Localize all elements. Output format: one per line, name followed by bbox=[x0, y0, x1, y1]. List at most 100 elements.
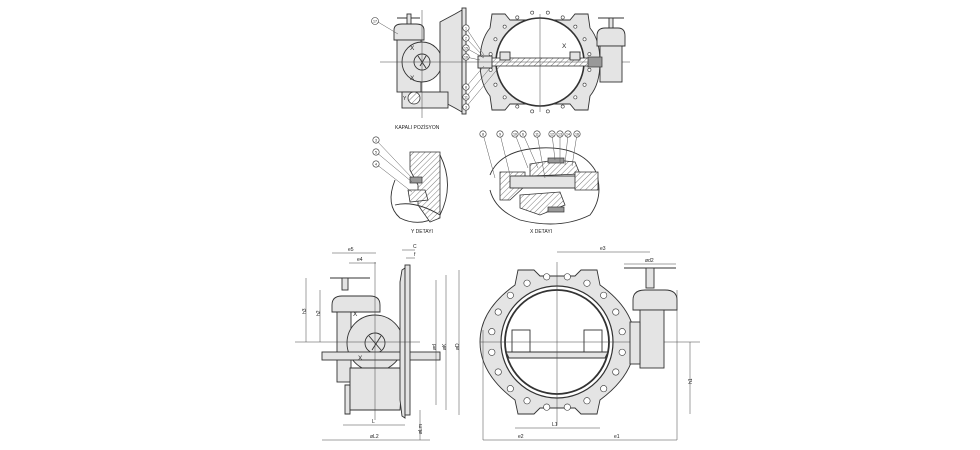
dim-c: C bbox=[413, 244, 417, 250]
svg-text:16: 16 bbox=[575, 132, 579, 136]
bolt-hole bbox=[530, 10, 535, 15]
dim-d: ød bbox=[432, 344, 438, 350]
section-mark-x: X bbox=[410, 45, 415, 52]
dim-e3: e3 bbox=[600, 246, 606, 252]
dim-l1: L1 bbox=[552, 422, 558, 428]
bolt-hole bbox=[582, 37, 587, 42]
bolt-hole bbox=[582, 82, 587, 87]
bolt-hole bbox=[488, 328, 496, 336]
bolt-hole bbox=[587, 52, 592, 57]
bolt-hole bbox=[493, 82, 498, 87]
bolt-hole bbox=[523, 279, 531, 287]
svg-text:16: 16 bbox=[464, 55, 468, 59]
callout-16: 16 bbox=[571, 130, 581, 167]
bolt-hole bbox=[523, 397, 531, 405]
bolt-hole bbox=[494, 308, 502, 316]
section-mark-x: X bbox=[410, 75, 415, 82]
svg-text:17: 17 bbox=[373, 19, 377, 23]
svg-text:9: 9 bbox=[499, 132, 501, 136]
bolt-hole bbox=[587, 67, 592, 72]
callout-15: 15 bbox=[462, 44, 485, 59]
front-view-dimensioned: e3 ød2 h1 L1 e2 e1 bbox=[479, 246, 700, 441]
dim-f: f bbox=[414, 252, 416, 258]
callouts-y-detail: 3 5 4 bbox=[372, 136, 413, 193]
gearbox bbox=[393, 23, 425, 41]
svg-text:5: 5 bbox=[375, 150, 377, 154]
callout-17: 17 bbox=[371, 17, 399, 35]
callout-13: 13 bbox=[556, 130, 564, 162]
bolt-hole bbox=[530, 109, 535, 114]
bolt-hole bbox=[573, 24, 578, 29]
callout-12: 12 bbox=[548, 130, 556, 161]
callout-8: 8 bbox=[479, 130, 496, 179]
section-mark-y: Y bbox=[403, 96, 407, 102]
section-mark-x: X bbox=[353, 311, 358, 318]
gearbox bbox=[632, 289, 678, 311]
callout-6: 6 bbox=[519, 130, 539, 169]
svg-text:12: 12 bbox=[550, 132, 554, 136]
bolt-hole bbox=[583, 279, 591, 287]
caption-x-detail: X DETAYI bbox=[530, 229, 552, 235]
bolt-hole bbox=[600, 385, 608, 393]
callout-3: 3 bbox=[462, 65, 501, 111]
flange-bolt-holes bbox=[488, 10, 592, 114]
section-mark-x: X bbox=[358, 355, 363, 362]
side-view-dimensioned: X X e5 e4 C f h3 h2 ød øK øD L øL2 øLm bbox=[295, 244, 461, 441]
svg-text:3: 3 bbox=[375, 138, 377, 142]
callout-2: 2 bbox=[462, 34, 485, 58]
svg-text:11: 11 bbox=[535, 132, 539, 136]
bolt-hole bbox=[545, 109, 550, 114]
svg-text:6: 6 bbox=[522, 132, 524, 136]
svg-text:14: 14 bbox=[566, 132, 570, 136]
bolt-hole bbox=[494, 368, 502, 376]
svg-text:13: 13 bbox=[558, 132, 562, 136]
bolt-hole bbox=[600, 291, 608, 299]
bolt-hole bbox=[612, 308, 620, 316]
bolt-hole bbox=[506, 291, 514, 299]
callout-8: 8 bbox=[462, 65, 485, 91]
dimension-lines: e5 e4 C f h3 h2 ød øK øD L øL2 øLm bbox=[302, 244, 461, 441]
gearbox bbox=[596, 27, 626, 47]
svg-text:11: 11 bbox=[464, 95, 468, 99]
bolt-hole bbox=[515, 15, 520, 20]
callout-10: 10 bbox=[511, 130, 529, 169]
callout-14: 14 bbox=[564, 130, 572, 166]
bolt-hole bbox=[506, 385, 514, 393]
flange-bolt-holes bbox=[488, 273, 626, 411]
y-detail: 354 Y DETAYI bbox=[372, 136, 448, 235]
bolt-hole bbox=[573, 95, 578, 100]
svg-text:2: 2 bbox=[465, 36, 467, 40]
bolt-hole bbox=[563, 273, 571, 281]
callout-9: 9 bbox=[496, 130, 511, 176]
bolt-hole bbox=[502, 95, 507, 100]
svg-text:10: 10 bbox=[513, 132, 517, 136]
svg-text:8: 8 bbox=[465, 85, 467, 89]
dim-lm: øLm bbox=[418, 424, 424, 434]
bolt-hole bbox=[618, 328, 626, 336]
dim-d2: ød2 bbox=[645, 258, 654, 264]
bolt-hole bbox=[545, 10, 550, 15]
bolt-hole bbox=[543, 403, 551, 411]
section-mark-x: X bbox=[562, 43, 567, 50]
bolt-hole bbox=[515, 104, 520, 109]
callout-11: 11 bbox=[462, 67, 491, 101]
dim-dd: øD bbox=[455, 343, 461, 350]
bolt-hole bbox=[502, 24, 507, 29]
dim-h1: h1 bbox=[688, 378, 694, 384]
bolt-hole bbox=[612, 368, 620, 376]
bolt-hole bbox=[560, 104, 565, 109]
callout-3: 3 bbox=[372, 136, 413, 179]
callout-1: 1 bbox=[462, 24, 485, 56]
bolt-hole bbox=[493, 37, 498, 42]
callout-5: 5 bbox=[372, 148, 413, 183]
dim-h2: h2 bbox=[316, 310, 322, 316]
side-view-closed: X X Y 17 KAPALI POZİSYON bbox=[371, 7, 470, 131]
svg-text:4: 4 bbox=[375, 162, 377, 166]
bolt-hole bbox=[563, 403, 571, 411]
dim-e4: e4 bbox=[357, 257, 363, 263]
bolt-hole bbox=[618, 348, 626, 356]
callout-16: 16 bbox=[462, 53, 481, 61]
